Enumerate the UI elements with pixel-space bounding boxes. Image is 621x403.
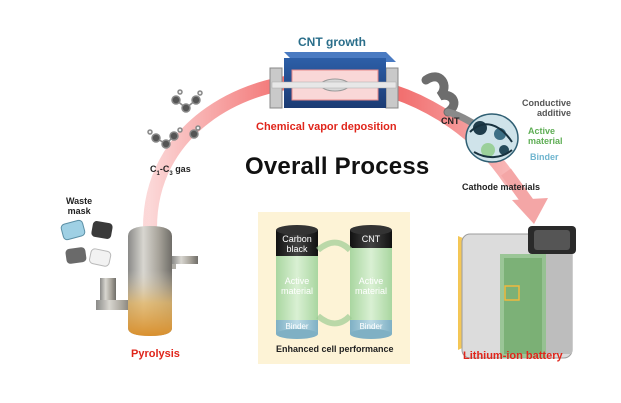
enhanced-cell-performance-label: Enhanced cell performance xyxy=(276,344,394,354)
waste-mask-label: Waste mask xyxy=(66,196,93,216)
conductive-additive-label: Conductive additive xyxy=(522,98,572,118)
overall-process-title: Overall Process xyxy=(245,153,430,180)
left-cell-bottom-label: Binder xyxy=(285,322,309,331)
right-cell-top-label: CNT xyxy=(361,234,381,244)
pyrolysis-label: Pyrolysis xyxy=(131,348,180,360)
cell-carbon-black xyxy=(276,225,318,339)
cvd-label: Chemical vapor deposition xyxy=(256,121,397,133)
left-cell-mid-label: Active material xyxy=(280,276,313,296)
right-cell-bottom-label: Binder xyxy=(359,322,383,331)
battery-icon xyxy=(458,226,576,359)
cnt-growth-label: CNT growth xyxy=(298,35,366,49)
cathode-materials-label: Cathode materials xyxy=(462,182,541,192)
pyrolysis-reactor-icon xyxy=(96,226,198,336)
waste-mask-icon xyxy=(60,219,113,267)
cell-cnt xyxy=(350,225,392,339)
cnt-label: CNT xyxy=(441,116,460,126)
right-cell-mid-label: Active material xyxy=(354,276,387,296)
gas-label: C1-C3 gas xyxy=(150,164,191,177)
left-cell-top-label: Carbon black xyxy=(282,234,312,254)
cnt-bundle-icon xyxy=(421,72,519,163)
gas-molecule-icon xyxy=(147,89,203,149)
active-material-label: Active material xyxy=(528,126,563,146)
lithium-ion-battery-label: Lithium-ion battery xyxy=(463,350,563,362)
binder-label: Binder xyxy=(530,152,559,162)
cvd-furnace-icon xyxy=(269,52,399,109)
